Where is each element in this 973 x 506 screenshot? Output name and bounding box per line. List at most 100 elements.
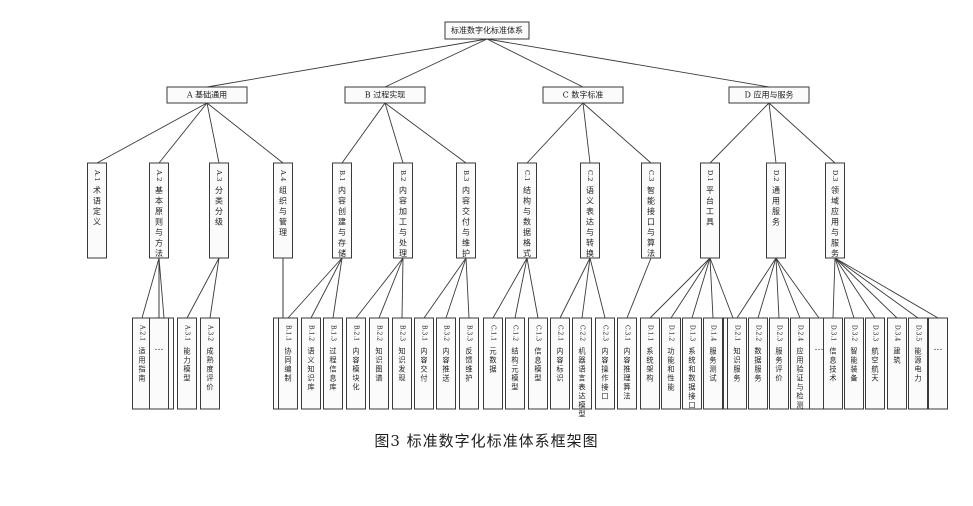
svg-text:功能和性能: 功能和性能 <box>667 346 674 391</box>
leaf-node <box>769 317 789 410</box>
category-node <box>344 86 426 104</box>
svg-text:B.2.2: B.2.2 <box>376 325 383 341</box>
leaf-node <box>823 317 843 410</box>
svg-text:信息技术: 信息技术 <box>829 346 836 382</box>
subcategory-node <box>149 162 169 259</box>
svg-text:C.2.2: C.2.2 <box>579 325 586 341</box>
svg-text:A.4: A.4 <box>279 169 287 181</box>
leaf-node <box>550 317 570 410</box>
svg-text:机器语言表达模型: 机器语言表达模型 <box>578 346 586 418</box>
subcategory-node <box>580 162 600 259</box>
svg-text:B.1.1: B.1.1 <box>285 325 292 341</box>
svg-text:内容交付与维护: 内容交付与维护 <box>462 185 470 258</box>
svg-text:语义表达与转换: 语义表达与转换 <box>586 185 594 258</box>
root-to-category-line <box>206 38 488 88</box>
svg-text:过程信息库: 过程信息库 <box>329 346 336 391</box>
subcategory-to-leaf-line <box>445 257 467 319</box>
subcategory-to-leaf-line <box>832 257 836 319</box>
svg-text:服务测试: 服务测试 <box>709 346 716 382</box>
category-node <box>728 86 810 104</box>
leaf-node <box>640 317 660 410</box>
category-node-label: D 应用与服务 <box>745 90 794 100</box>
leaf-node <box>908 317 928 410</box>
leaf-node <box>505 317 525 410</box>
leaf-node <box>572 317 592 410</box>
root-node-label: 标准数字化标准体系 <box>451 25 523 35</box>
svg-text:A.3.2: A.3.2 <box>207 324 214 341</box>
svg-text:D.1.2: D.1.2 <box>668 325 675 341</box>
svg-text:C.1.2: C.1.2 <box>512 325 519 341</box>
svg-text:C.1.1: C.1.1 <box>490 325 497 341</box>
subcategory-node <box>825 162 845 259</box>
svg-text:领域应用与服务: 领域应用与服务 <box>831 185 839 258</box>
svg-text:智能装备: 智能装备 <box>850 346 857 382</box>
subcategory-node <box>87 162 107 259</box>
svg-text:C.2.3: C.2.3 <box>602 325 609 341</box>
svg-text:语义知识库: 语义知识库 <box>307 346 314 391</box>
category-to-subcategory-line <box>206 102 284 164</box>
leaf-node <box>278 317 298 410</box>
subcategory-to-leaf-line <box>378 257 404 319</box>
leaf-node <box>177 317 197 410</box>
subcategory-to-leaf-line <box>834 257 855 319</box>
category-to-subcategory-line <box>526 102 584 164</box>
category-to-subcategory-line <box>768 102 836 164</box>
category-to-subcategory-line <box>341 102 386 164</box>
leaf-node <box>459 317 479 410</box>
leaf-ellipsis: … <box>934 343 943 353</box>
subcategory-to-leaf-line <box>649 257 711 319</box>
svg-text:B.1: B.1 <box>338 170 346 181</box>
leaf-node-label: D.2.3 服务评价 <box>775 325 782 382</box>
leaf-node <box>346 317 366 410</box>
leaf-node <box>595 317 615 410</box>
subcategory-to-leaf-line <box>626 257 652 319</box>
leaf-node <box>301 317 321 410</box>
svg-text:知识发现: 知识发现 <box>398 346 405 382</box>
svg-text:B.2.3: B.2.3 <box>399 325 406 341</box>
subcategory-node <box>641 162 661 259</box>
subcategory-to-leaf-line <box>709 257 734 319</box>
svg-text:D.3.5: D.3.5 <box>915 325 922 341</box>
root-to-category-line <box>486 38 584 88</box>
leaf-node-label: D.3.4建筑 <box>893 325 900 364</box>
svg-text:B.2.1: B.2.1 <box>353 325 360 341</box>
category-node-label: A 基础通用 <box>186 90 227 100</box>
category-to-subcategory-line <box>206 102 220 164</box>
svg-text:D.1.3: D.1.3 <box>689 325 696 341</box>
subcategory-to-leaf-line <box>775 257 820 319</box>
svg-text:服务评价: 服务评价 <box>775 346 782 382</box>
leaf-node <box>528 317 548 410</box>
svg-text:D.2.3: D.2.3 <box>776 325 783 341</box>
leaf-node-label: C.2.2 机器语言表达模型 <box>578 325 586 418</box>
svg-text:D.2.2: D.2.2 <box>755 325 762 341</box>
svg-text:基本原则与方法: 基本原则与方法 <box>155 185 163 258</box>
category-to-subcategory-line <box>384 102 404 164</box>
svg-text:元数据: 元数据 <box>489 346 496 373</box>
subcategory-to-leaf-line <box>310 257 343 319</box>
svg-text:建筑: 建筑 <box>893 346 900 364</box>
subcategory-to-leaf-line <box>834 257 876 319</box>
subcategory-to-leaf-line <box>492 257 528 319</box>
subcategory-to-leaf-line <box>834 257 898 319</box>
leaf-node <box>392 317 412 410</box>
svg-text:反馈维护: 反馈维护 <box>465 346 472 382</box>
svg-text:D.2.1: D.2.1 <box>734 325 741 341</box>
subcategory-to-leaf-line <box>691 257 711 319</box>
category-node-label: C 数字标准 <box>563 90 604 100</box>
svg-text:能力模型: 能力模型 <box>183 346 190 382</box>
